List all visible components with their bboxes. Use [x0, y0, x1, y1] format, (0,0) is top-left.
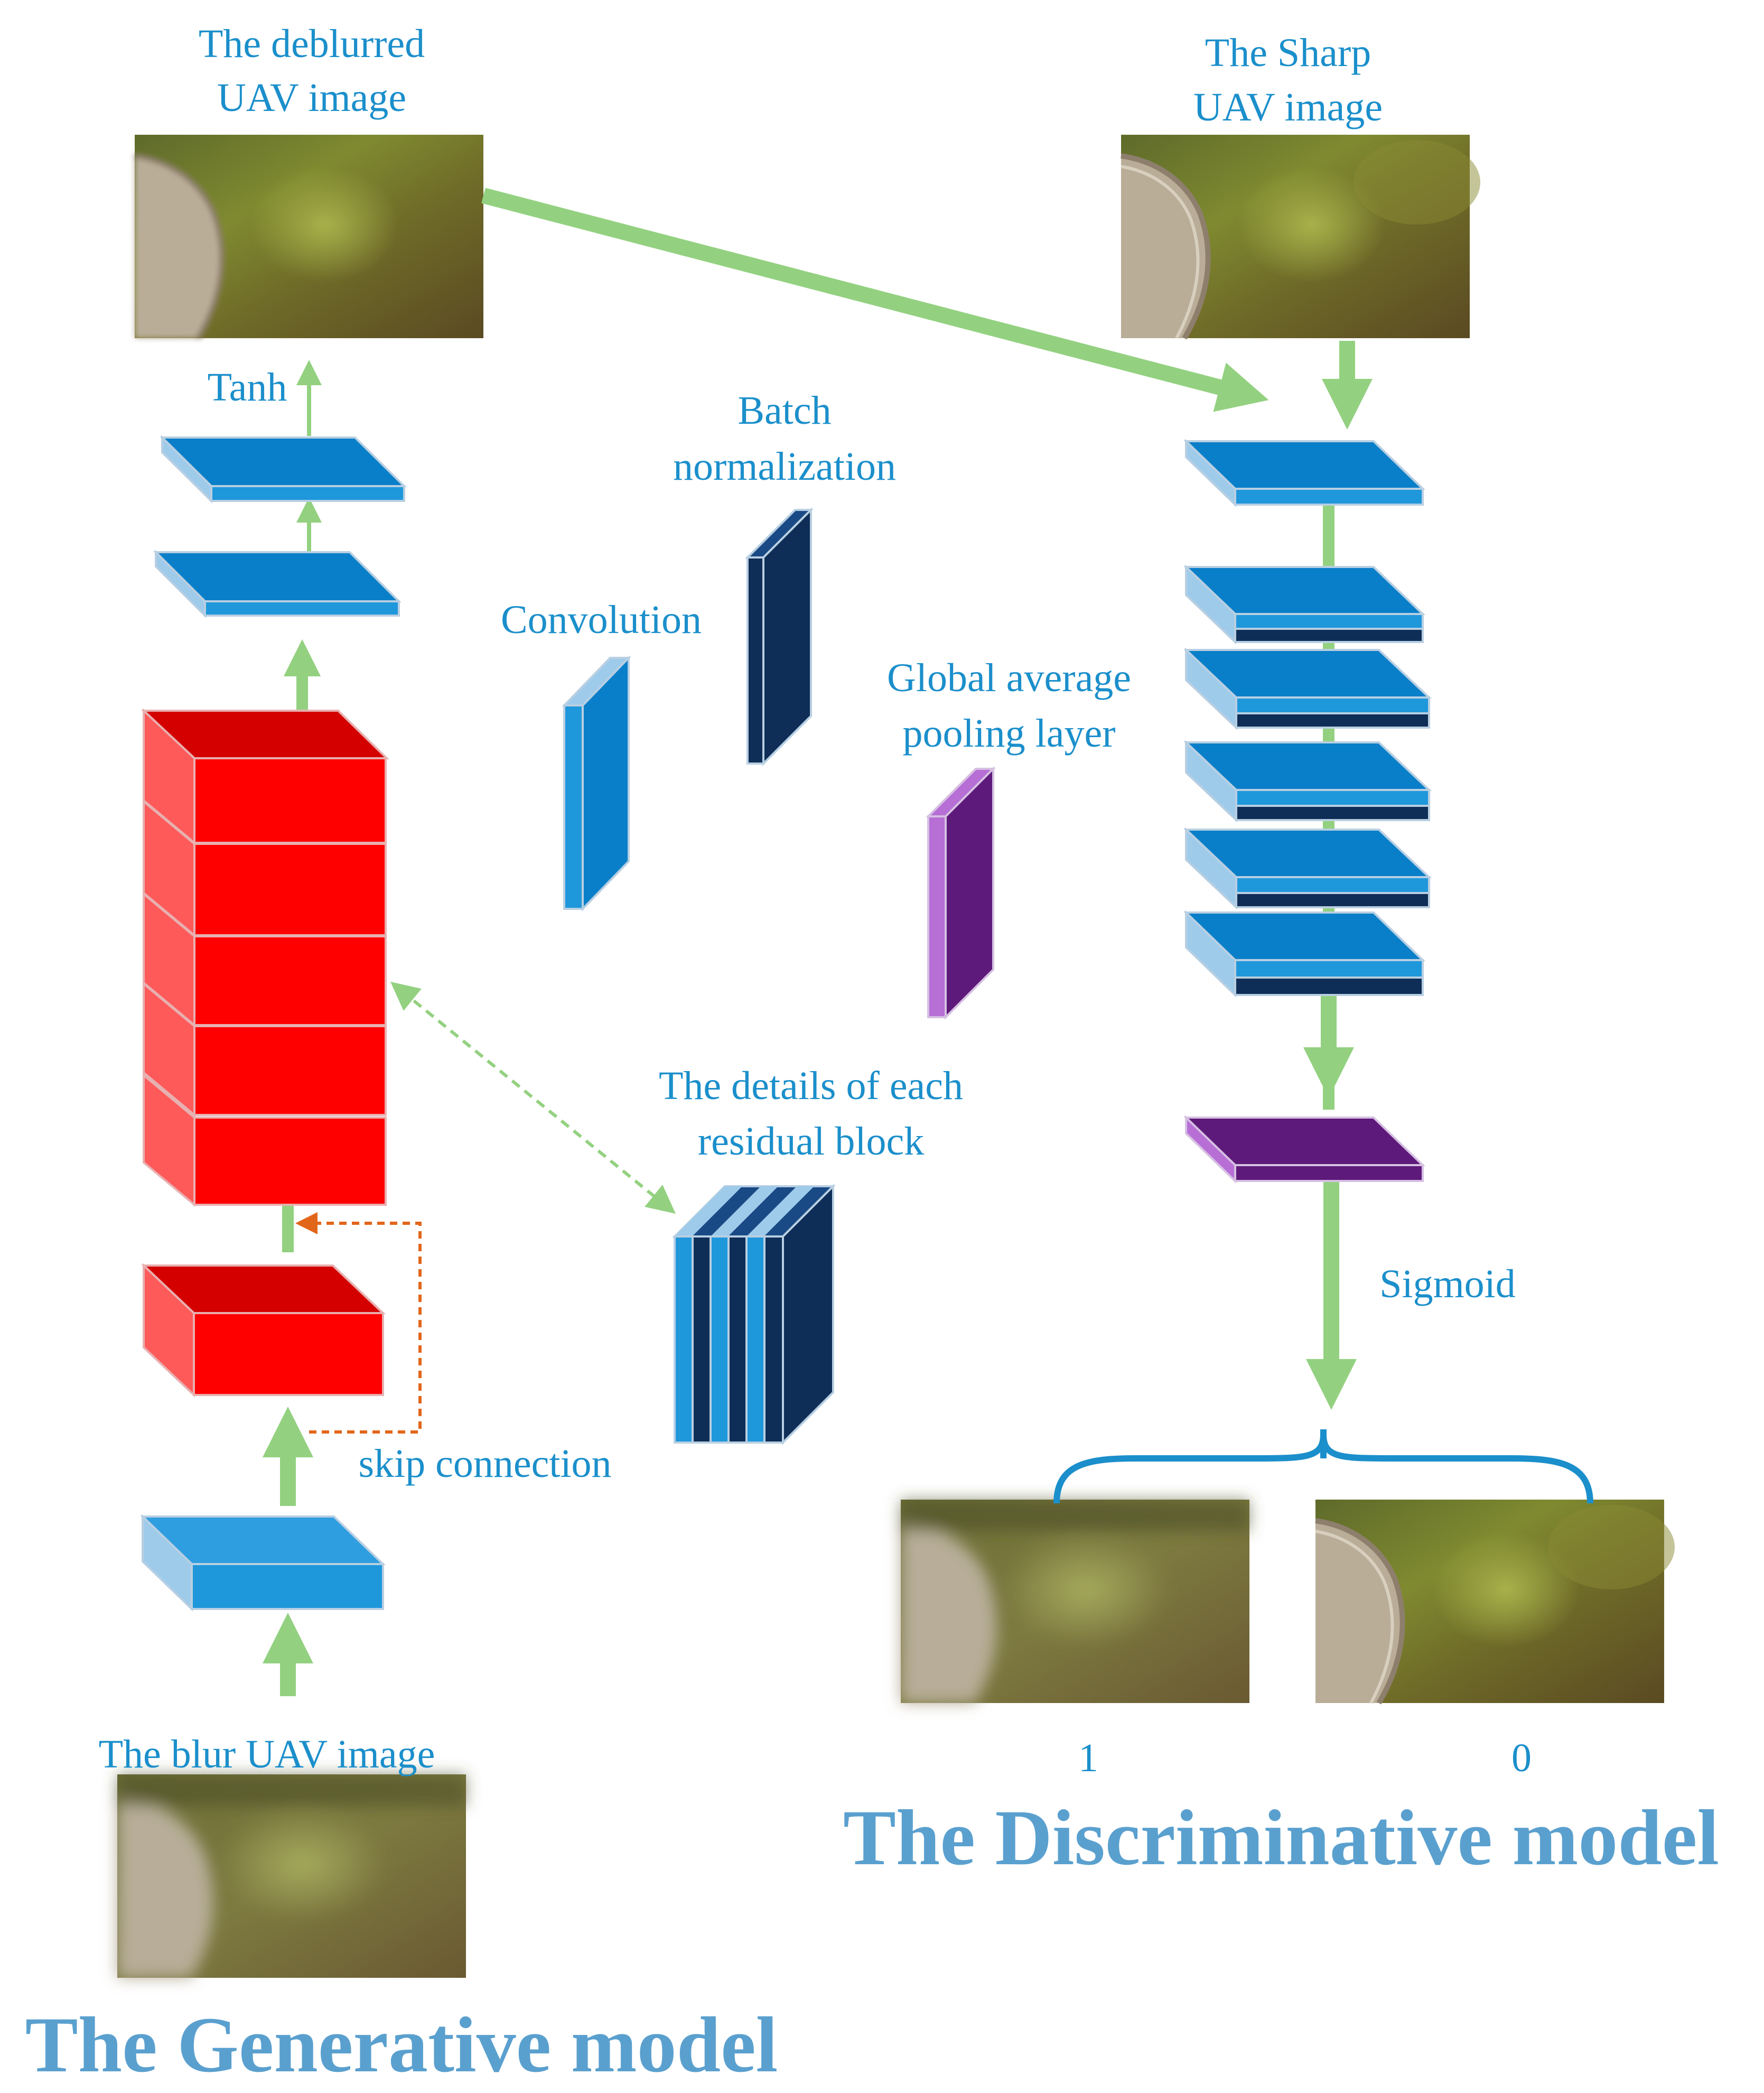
legend-batch-norm-block	[745, 507, 814, 766]
generator-first-residual-block	[141, 1263, 386, 1398]
discriminator-input-conv-layer	[1183, 439, 1425, 507]
residual-block-5	[143, 1073, 387, 1207]
blur-uav-image	[117, 1774, 466, 1978]
legend-global-pooling-block	[926, 766, 996, 1020]
output-sharp-image	[1315, 1500, 1675, 1703]
dashed-double-arrow-icon	[390, 981, 676, 1214]
generative-model-title: The Generative model	[25, 2001, 778, 2089]
legend-convolution-block	[562, 655, 631, 911]
blur-image-label: The blur UAV image	[99, 1732, 435, 1776]
residual-block-detail	[672, 1184, 836, 1445]
generator-conv-layer-lower	[153, 550, 402, 618]
sharp-uav-image	[1121, 135, 1480, 338]
skip-connection-label: skip connection	[358, 1441, 611, 1486]
output-label-zero: 0	[1511, 1736, 1532, 1780]
residual-details-label-line1: The details of each	[659, 1064, 963, 1108]
residual-block-2	[143, 799, 387, 938]
discriminator-pooling-layer	[1183, 1115, 1425, 1184]
deblurred-uav-image	[135, 135, 483, 338]
sigmoid-label: Sigmoid	[1379, 1262, 1516, 1306]
conv-bn-block-1	[1183, 564, 1425, 645]
generator-residual-stack	[141, 708, 389, 1207]
residual-details-label-line2: residual block	[698, 1119, 924, 1164]
residual-block-3	[143, 891, 387, 1028]
residual-block-1	[141, 708, 389, 845]
conv-bn-block-3	[1183, 740, 1432, 823]
discriminator-conv-bn-stack	[1183, 564, 1432, 998]
deblurred-image-label-line2: UAV image	[217, 76, 406, 120]
convolution-label: Convolution	[501, 598, 702, 642]
skip-connection-arrow	[295, 1212, 422, 1434]
generator-input-conv-layer	[140, 1514, 386, 1612]
arrow-deblurred-to-discriminator	[481, 188, 1269, 412]
global-pooling-label-line1: Global average	[887, 656, 1131, 700]
conv-bn-block-2	[1183, 647, 1432, 730]
batch-normalization-label-line1: Batch	[738, 388, 831, 433]
output-label-one: 1	[1078, 1736, 1098, 1780]
generator-flow-arrows	[262, 360, 322, 1696]
sharp-image-label-line2: UAV image	[1193, 85, 1383, 129]
deblurred-image-label-line1: The deblurred	[199, 22, 425, 66]
conv-bn-block-5	[1183, 910, 1425, 998]
global-pooling-label-line2: pooling layer	[902, 711, 1115, 756]
generator-conv-layer-upper	[160, 435, 407, 504]
discriminative-model-title: The Discriminative model	[843, 1794, 1719, 1882]
conv-bn-block-4	[1183, 827, 1432, 910]
output-blur-image	[901, 1500, 1249, 1703]
sharp-image-label-line1: The Sharp	[1205, 31, 1371, 75]
batch-normalization-label-line2: normalization	[673, 444, 896, 489]
tanh-label: Tanh	[208, 365, 287, 410]
